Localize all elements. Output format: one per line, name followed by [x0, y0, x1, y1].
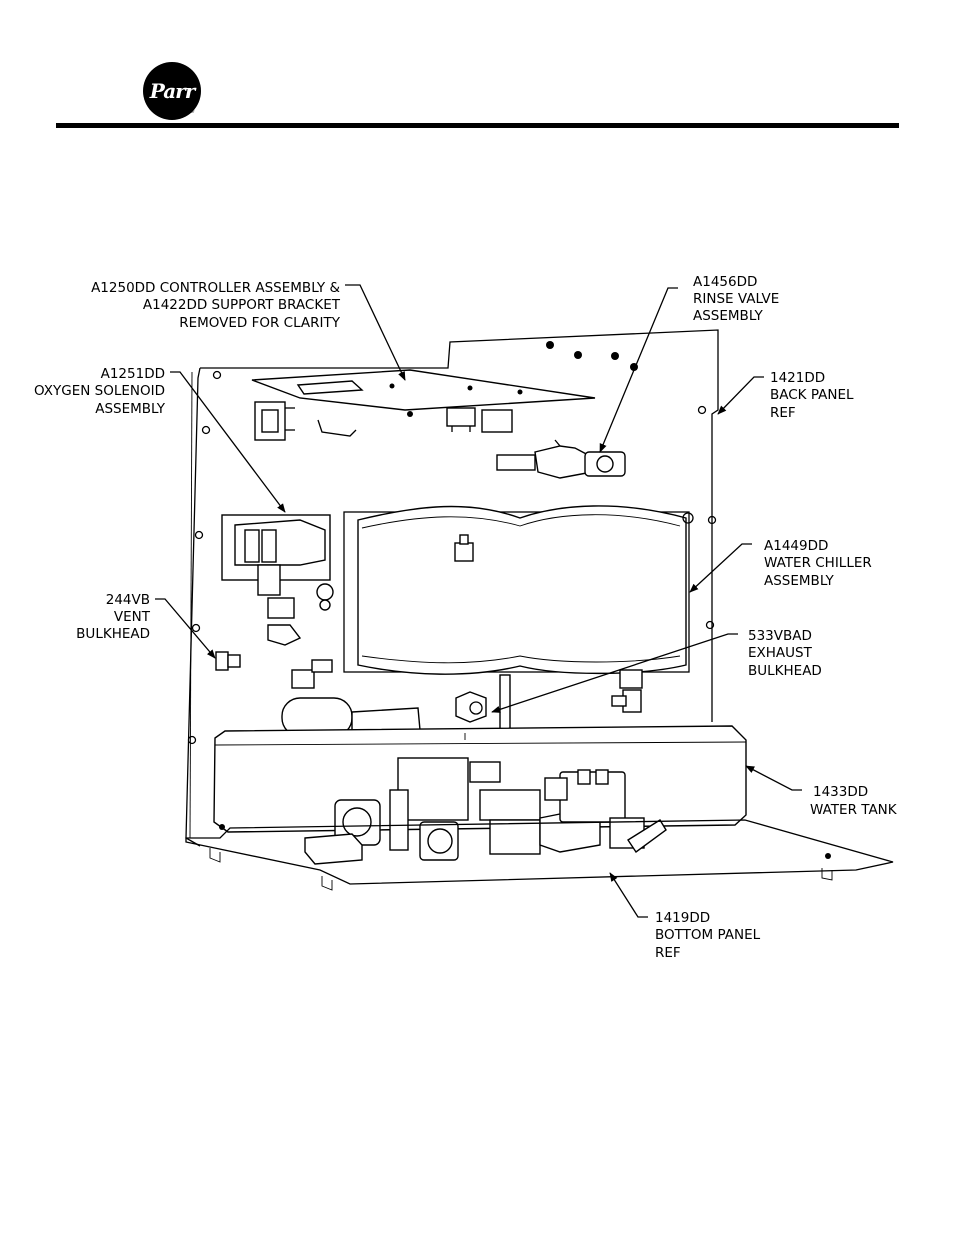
callout-exhaust-bulkhead: 533VBAD EXHAUST BULKHEAD	[748, 628, 822, 679]
callout-vent-bulkhead-line-2: VENT	[114, 609, 151, 625]
callout-back-panel: 1421DD BACK PANEL REF	[770, 370, 854, 421]
callout-back-panel-line-2: BACK PANEL	[770, 387, 854, 403]
callout-bottom-panel-line-3: REF	[655, 945, 681, 961]
callout-oxygen-solenoid-line-3: ASSEMBLY	[95, 401, 166, 417]
callout-water-chiller: A1449DD WATER CHILLER ASSEMBLY	[764, 538, 872, 589]
callout-back-panel-line-3: REF	[770, 405, 796, 421]
callout-vent-bulkhead-line-3: BULKHEAD	[76, 626, 150, 642]
callout-oxygen-solenoid: A1251DD OXYGEN SOLENOID ASSEMBLY	[34, 366, 166, 417]
callout-oxygen-solenoid-line-2: OXYGEN SOLENOID	[34, 383, 165, 399]
water-chiller	[343, 505, 694, 675]
callout-rinse-valve-line-1: A1456DD	[693, 274, 757, 290]
back-panel	[185, 329, 719, 847]
callout-exhaust-bulkhead-line-2: EXHAUST	[748, 645, 813, 661]
callout-water-chiller-line-2: WATER CHILLER	[764, 555, 872, 571]
callout-controller-line-1: A1250DD CONTROLLER ASSEMBLY &	[91, 280, 340, 296]
controller-plate	[251, 369, 596, 437]
header-rule	[56, 123, 899, 128]
bottom-panel	[185, 819, 894, 891]
callout-oxygen-solenoid-line-1: A1251DD	[101, 366, 165, 382]
oxygen-solenoid	[221, 514, 334, 646]
registered-mark: ®	[189, 108, 195, 115]
callout-rinse-valve-line-3: ASSEMBLY	[693, 308, 764, 324]
relay	[304, 833, 363, 865]
terminal-blocks	[407, 407, 513, 433]
callout-bottom-panel: 1419DD BOTTOM PANEL REF	[655, 910, 761, 961]
callout-bottom-panel-line-2: BOTTOM PANEL	[655, 927, 761, 943]
callout-water-chiller-line-3: ASSEMBLY	[764, 573, 835, 589]
callout-back-panel-line-1: 1421DD	[770, 370, 825, 386]
callout-bottom-panel-line-1: 1419DD	[655, 910, 710, 926]
callout-rinse-valve: A1456DD RINSE VALVE ASSEMBLY	[693, 274, 779, 324]
callout-exhaust-bulkhead-line-1: 533VBAD	[748, 628, 812, 644]
callout-water-tank-line-1: 1433DD	[813, 784, 868, 800]
power-switch	[254, 401, 295, 441]
vent-bulkhead	[215, 651, 241, 671]
callout-vent-bulkhead-line-1: 244VB	[106, 592, 150, 608]
rinse-valve	[496, 439, 626, 479]
elbow-fittings	[291, 659, 643, 713]
callout-water-tank-line-2: WATER TANK	[810, 802, 898, 818]
callout-rinse-valve-line-2: RINSE VALVE	[693, 291, 779, 307]
callout-controller: A1250DD CONTROLLER ASSEMBLY & A1422DD SU…	[91, 280, 341, 331]
callout-controller-line-3: REMOVED FOR CLARITY	[179, 315, 341, 331]
parr-logo: Parr	[143, 62, 201, 120]
callout-water-chiller-line-1: A1449DD	[764, 538, 828, 554]
callout-vent-bulkhead: 244VB VENT BULKHEAD	[76, 592, 151, 642]
exhaust-bulkhead	[455, 674, 511, 736]
callout-water-tank: 1433DD WATER TANK	[810, 784, 898, 818]
filter	[281, 697, 421, 737]
callout-exhaust-bulkhead-line-3: BULKHEAD	[748, 663, 822, 679]
callout-controller-line-2: A1422DD SUPPORT BRACKET	[143, 297, 341, 313]
logo-text: Parr	[149, 79, 196, 103]
